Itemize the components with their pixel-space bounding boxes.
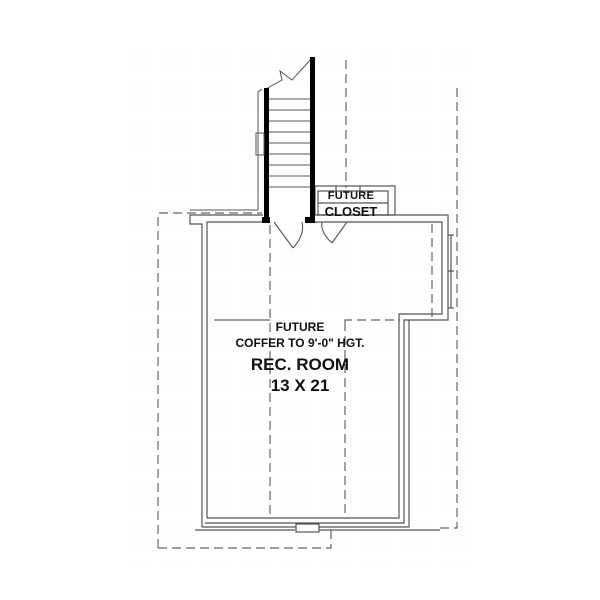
- staircase: [190, 57, 315, 223]
- room-walls: [189, 214, 454, 533]
- room-name: REC. ROOM: [250, 355, 350, 374]
- rec-room-future-label: FUTURE: [275, 320, 325, 334]
- room-dimensions: 13 X 21: [270, 376, 330, 395]
- dashed-outline: [157, 60, 458, 549]
- doors: [273, 221, 348, 249]
- coffer-note: COFFER TO 9'-0" HGT.: [235, 336, 365, 350]
- closet-future-label: FUTURE: [327, 190, 375, 202]
- closet-label: CLOSET: [324, 204, 378, 219]
